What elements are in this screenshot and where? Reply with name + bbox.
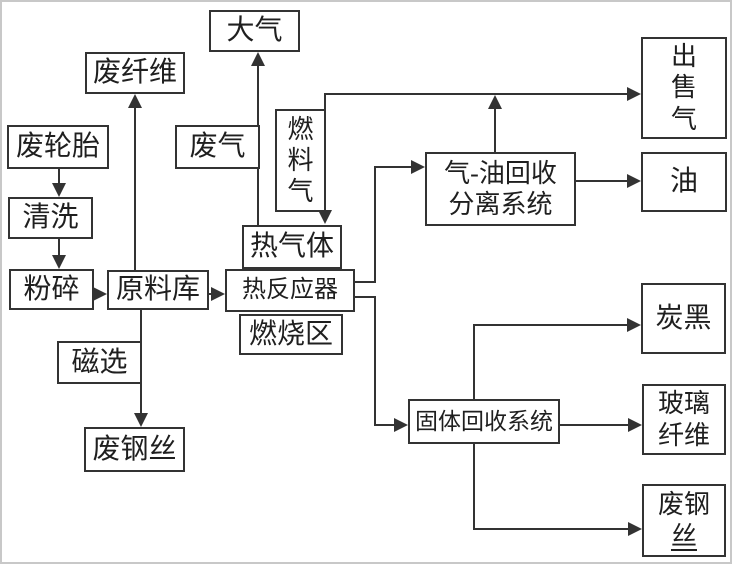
hot-gas-box: 热气体: [242, 225, 342, 269]
waste-gas-label: 废气: [189, 131, 246, 163]
edge-gas-line-to-gas-for-sale-segment: [324, 93, 629, 95]
solid-recovery-box: 固体回收系统: [408, 399, 560, 444]
waste-tire-box: 废轮胎: [7, 125, 109, 169]
gas-oil-recovery-label-line2: 分离系统: [448, 190, 553, 219]
edge-solid-recovery-to-carbon-black-segment-2: [473, 324, 627, 326]
edge-solid-recovery-to-waste-steel-wire-output-arrowhead: [628, 522, 642, 536]
edge-reactor-to-gas-oil-recovery-segment-2: [374, 166, 376, 283]
edge-reactor-to-solid-recovery-segment-1: [355, 296, 376, 298]
waste-steel-wire-label: 废钢丝: [92, 433, 177, 465]
combustion-zone-label: 燃烧区: [248, 318, 333, 350]
waste-steel-wire-box: 废钢丝: [84, 427, 185, 472]
magnetic-separation-label: 磁选: [71, 346, 128, 378]
thermal-reactor-box: 热反应器: [225, 269, 355, 312]
solid-recovery-label: 固体回收系统: [415, 408, 553, 434]
washing-label: 清洗: [22, 202, 79, 234]
hot-gas-label: 热气体: [249, 231, 334, 263]
edge-solid-recovery-to-carbon-black-arrowhead: [627, 318, 641, 332]
edge-storage-to-waste-fiber-segment: [134, 106, 136, 270]
raw-material-storage-label: 原料库: [115, 274, 200, 306]
magnetic-separation-box: 磁选: [57, 341, 142, 384]
combustion-zone-box: 燃烧区: [239, 314, 343, 355]
atmosphere-label: 大气: [226, 15, 283, 47]
fuel-gas-label-line1: 燃: [287, 114, 314, 144]
edge-gas-oil-recovery-to-gas-line-arrowhead: [488, 95, 502, 109]
gas-for-sale-label-line3: 气: [670, 104, 697, 134]
edge-storage-to-waste-fiber-arrowhead: [128, 94, 142, 108]
edge-solid-recovery-to-glass-fiber-arrowhead: [628, 418, 642, 432]
atmosphere-box: 大气: [209, 10, 300, 52]
waste-steel-wire-output-label-line2: 丝: [670, 521, 697, 551]
crushing-box: 粉碎: [9, 269, 94, 310]
edge-reactor-to-gas-oil-recovery-segment-1: [355, 281, 376, 283]
edge-solid-recovery-to-waste-steel-wire-output-segment-2: [473, 528, 628, 530]
oil-box: 油: [641, 152, 727, 212]
edge-storage-to-waste-steel-wire-arrowhead: [134, 413, 148, 427]
edge-washing-to-crushing-arrowhead: [52, 255, 66, 269]
edge-gas-line-to-gas-for-sale-arrowhead: [627, 87, 641, 101]
gas-for-sale-label-line1: 出: [670, 42, 697, 72]
glass-fiber-box: 玻璃 纤维: [642, 384, 726, 455]
gas-oil-recovery-box: 气-油回收 分离系统: [425, 152, 576, 226]
edge-reactor-to-solid-recovery-arrowhead: [394, 418, 408, 432]
waste-steel-wire-output-box: 废钢 丝: [642, 484, 726, 557]
thermal-reactor-label: 热反应器: [242, 277, 338, 304]
edge-fuel-gas-to-hot-gas-arrowhead: [318, 210, 332, 224]
edge-reactor-to-solid-recovery-segment-3: [376, 424, 394, 426]
edge-reactor-to-solid-recovery-segment-2: [374, 296, 376, 426]
carbon-black-label: 炭黑: [655, 302, 712, 334]
edge-solid-recovery-to-waste-steel-wire-output-segment-1: [473, 444, 475, 530]
waste-tire-label: 废轮胎: [15, 131, 100, 163]
oil-label: 油: [669, 166, 698, 198]
fuel-gas-label-line2: 料: [287, 145, 314, 175]
raw-material-storage-box: 原料库: [107, 270, 209, 310]
edge-crushing-to-storage-arrowhead: [93, 287, 107, 301]
fuel-gas-box: 燃 料 气: [275, 109, 326, 212]
edge-solid-recovery-to-glass-fiber-segment: [560, 424, 628, 426]
carbon-black-box: 炭黑: [641, 283, 726, 354]
edge-gas-oil-recovery-to-gas-line-segment: [494, 109, 496, 152]
edge-gas-oil-recovery-to-oil-segment: [576, 180, 627, 182]
waste-fiber-label: 废纤维: [92, 57, 177, 89]
edge-storage-to-reactor-arrowhead: [211, 287, 225, 301]
edge-reactor-to-gas-oil-recovery-segment-3: [376, 166, 411, 168]
gas-oil-recovery-label-line1: 气-油回收: [444, 158, 557, 188]
edge-waste-tire-to-washing-segment: [58, 169, 60, 184]
waste-fiber-box: 废纤维: [85, 52, 185, 94]
crushing-label: 粉碎: [23, 273, 80, 305]
glass-fiber-label-line1: 玻璃: [657, 389, 710, 419]
glass-fiber-label-line2: 纤维: [657, 420, 710, 450]
edge-hot-gas-to-atmosphere-arrowhead: [251, 52, 265, 66]
waste-steel-wire-output-label-line1: 废钢: [657, 490, 710, 520]
washing-box: 清洗: [8, 197, 93, 239]
edge-reactor-to-gas-oil-recovery-arrowhead: [411, 160, 425, 174]
fuel-gas-label-line3: 气: [287, 177, 314, 207]
gas-for-sale-box: 出 售 气: [641, 37, 727, 139]
edge-waste-tire-to-washing-arrowhead: [52, 183, 66, 197]
edge-gas-oil-recovery-to-oil-arrowhead: [627, 174, 641, 188]
edge-solid-recovery-to-carbon-black-segment-1: [473, 325, 475, 399]
edge-washing-to-crushing-segment: [58, 239, 60, 255]
waste-gas-box: 废气: [175, 125, 260, 169]
gas-for-sale-label-line2: 售: [670, 73, 697, 103]
